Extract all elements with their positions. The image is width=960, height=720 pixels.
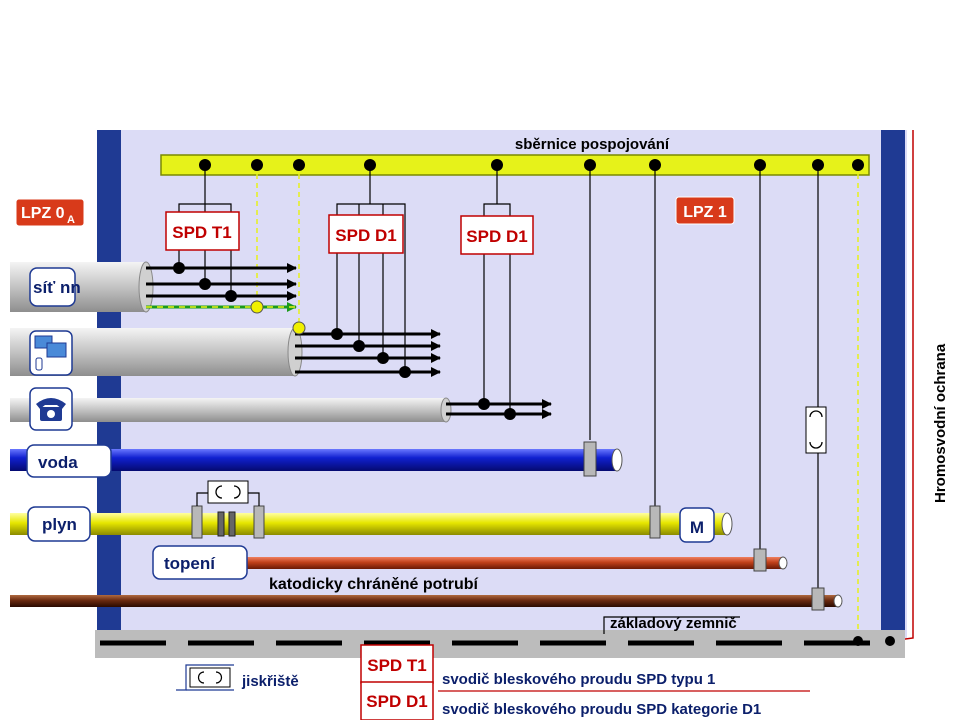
bus-drop-lines xyxy=(178,165,819,589)
spd-d1b-label: SPD D1 xyxy=(466,227,527,246)
telephone-icon xyxy=(29,387,73,431)
heating-pipe: topení xyxy=(152,545,788,580)
computer-network-icon xyxy=(29,330,73,376)
spd-t1-label: SPD T1 xyxy=(172,223,232,242)
legend-d1-symbol: SPD D1 xyxy=(366,692,427,711)
lightning-protection-label: Hromosvodní ochrana xyxy=(932,343,949,503)
zone-badge-lpz0a: LPZ 0 A xyxy=(15,198,85,227)
spd-box-t1: SPD T1 xyxy=(165,211,240,251)
bus-connection-dots xyxy=(199,159,864,171)
legend-t1-symbol: SPD T1 xyxy=(367,656,427,675)
legend-spark-gap-icon xyxy=(189,667,231,688)
foundation-earth: základový zemnič xyxy=(95,615,905,658)
pe-junction-dot-2 xyxy=(292,321,306,335)
power-cable: síť nn xyxy=(10,261,297,313)
cathodic-label: katodicky chráněné potrubí xyxy=(269,576,478,593)
right-wall xyxy=(881,130,905,630)
bus-title: sběrnice pospojování xyxy=(515,136,670,153)
spd-box-d1-b: SPD D1 xyxy=(460,215,534,255)
legend-d1-text: svodič bleskového proudu SPD kategorie D… xyxy=(442,701,761,718)
legend: jiskřiště SPD T1 svodič bleskového proud… xyxy=(176,644,810,720)
zone-inner-label: LPZ 1 xyxy=(683,204,727,221)
legend-t1-text: svodič bleskového proudu SPD typu 1 xyxy=(442,671,715,688)
gas-meter-label: M xyxy=(690,518,704,537)
cathodic-pipe: katodicky chráněné potrubí xyxy=(10,406,843,611)
legend-spark-gap-label: jiskřiště xyxy=(241,673,299,690)
gas-pipe: M plyn xyxy=(10,480,733,543)
spark-gap-cathodic-icon xyxy=(805,406,827,454)
zone-outer-sub: A xyxy=(67,214,75,226)
spd-d1a-label: SPD D1 xyxy=(335,226,396,245)
zone-badge-lpz1: LPZ 1 xyxy=(675,196,735,225)
heating-label: topení xyxy=(164,554,216,573)
bonding-bus-bar xyxy=(160,154,870,176)
water-pipe: voda xyxy=(10,441,623,478)
water-label: voda xyxy=(38,453,78,472)
data-cable xyxy=(10,327,441,377)
left-wall xyxy=(97,130,121,630)
zone-outer-label: LPZ 0 xyxy=(21,205,65,222)
pe-junction-dot xyxy=(250,300,264,314)
spark-gap-icon xyxy=(207,480,249,504)
telephone-cable xyxy=(10,387,552,431)
power-label: síť nn xyxy=(33,278,81,297)
earth-label: základový zemnič xyxy=(610,615,737,632)
conductor-dots xyxy=(173,262,863,646)
gas-label: plyn xyxy=(42,515,77,534)
spd-box-d1-a: SPD D1 xyxy=(328,214,404,254)
